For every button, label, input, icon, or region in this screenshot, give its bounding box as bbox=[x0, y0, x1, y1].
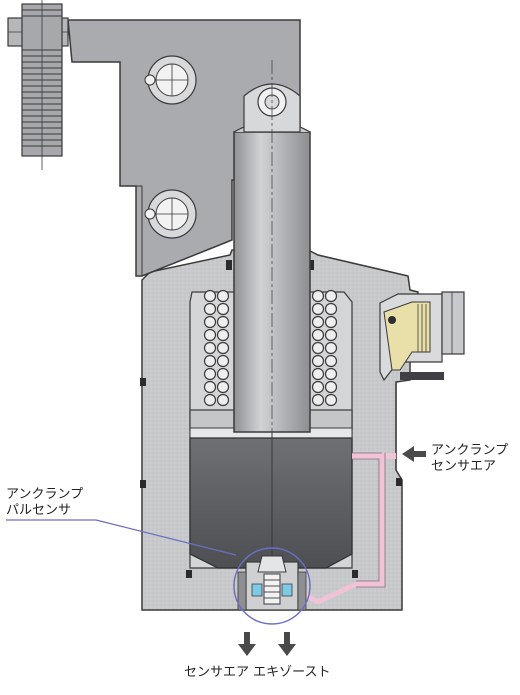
label-unclamp-pulse-sensor: アンクランプ パルセンサ bbox=[6, 487, 83, 519]
callout-leader bbox=[6, 519, 237, 556]
sensor-air-passage bbox=[352, 453, 385, 587]
return-spring bbox=[203, 289, 338, 407]
arrow-left-icon bbox=[402, 446, 426, 462]
label-line: センサエア bbox=[431, 459, 497, 474]
label-line: アンクランプ bbox=[431, 443, 509, 458]
arrow-down-icon bbox=[238, 632, 296, 656]
callout-circle bbox=[233, 547, 311, 625]
label-unclamp-sensor-air: アンクランプ センサエア bbox=[431, 443, 508, 475]
piston bbox=[189, 437, 353, 569]
label-line: パルセンサ bbox=[6, 503, 72, 518]
label-line: アンクランプ bbox=[6, 487, 84, 502]
pulse-sensor-valve bbox=[237, 555, 307, 611]
label-sensor-air-exhaust: センサエア エキゾースト bbox=[184, 665, 331, 680]
